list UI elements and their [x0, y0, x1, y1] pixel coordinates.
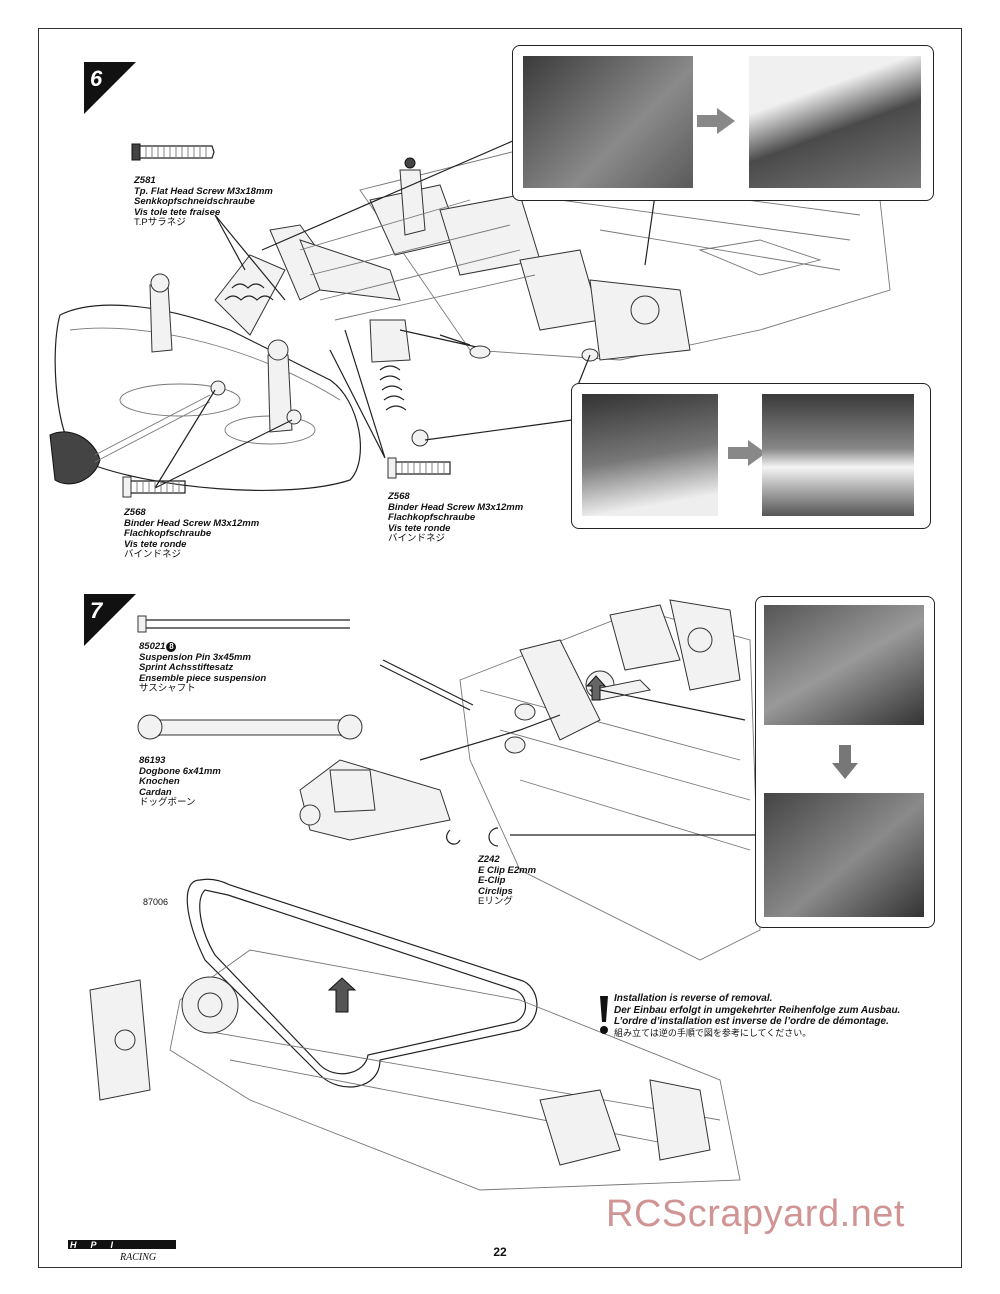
- part-name-de: Knochen: [139, 776, 180, 787]
- part-name-jp: サスシャフト: [139, 683, 196, 694]
- part-name-de: Senkkopfschneidschraube: [134, 196, 255, 207]
- lift-arrow-icon: [327, 977, 357, 1013]
- photo-inset-step6-bottom: [571, 383, 931, 529]
- part-code: Z568: [388, 491, 410, 502]
- photo-pivot-ball: [582, 394, 718, 516]
- photo-dogbone-install: [764, 793, 924, 917]
- dogbone-icon: [137, 714, 363, 740]
- note-de: Der Einbau erfolgt in umgekehrter Reihen…: [614, 1004, 901, 1016]
- warning-icon: [600, 996, 608, 1034]
- hex-driver-drawing: [49, 394, 211, 485]
- part-name-jp: Eリング: [478, 896, 513, 907]
- part-name-de: Flachkopfschraube: [388, 512, 476, 523]
- svg-text:RACING: RACING: [119, 1252, 156, 1262]
- step-7-number: 7: [90, 598, 103, 623]
- screw-icons: [122, 143, 451, 498]
- part-name-jp: バインドネジ: [388, 533, 446, 544]
- part-name-en: Binder Head Screw M3x12mm: [124, 517, 260, 529]
- page-frame: [38, 28, 962, 1268]
- part-name-fr: Vis tete ronde: [124, 538, 187, 550]
- part-name-en: Binder Head Screw M3x12mm: [388, 501, 524, 513]
- belt-part-number: 87006: [143, 897, 169, 907]
- part-label-86193: 86193 Dogbone 6x41mm Knochen Cardan ドッグボ…: [139, 755, 221, 809]
- part-name-fr: Vis tole tete fraisee: [134, 206, 221, 218]
- note-jp: 組み立ては逆の手順で図を参考にしてください。: [614, 1027, 812, 1038]
- part-code: Z581: [134, 175, 156, 186]
- part-code: Z242: [478, 854, 500, 865]
- part-name-fr: Circlips: [478, 885, 513, 897]
- page-number: 22: [493, 1245, 507, 1259]
- photo-pliers-pivot: [762, 394, 914, 516]
- e-clip-icon: [488, 827, 760, 847]
- svg-text:HPI: HPI: [70, 1240, 127, 1250]
- part-code-value: 85021: [139, 641, 166, 652]
- part-name-de: Sprint Achsstiftesatz: [139, 662, 234, 673]
- step6-chassis-drawing: [359, 149, 891, 361]
- part-label-z242: Z242 E Clip E2mm E-Clip Circlips Eリング: [478, 854, 537, 908]
- drive-belt-drawing: [186, 878, 538, 1088]
- step7-lower-chassis-drawing: [89, 949, 741, 1191]
- photo-inset-step7: [755, 596, 935, 928]
- part-name-en: Suspension Pin 3x45mm: [139, 651, 251, 663]
- part-name-en: Dogbone 6x41mm: [139, 765, 221, 777]
- right-arrow-icon: [728, 440, 766, 466]
- part-name-de: E-Clip: [478, 875, 506, 886]
- part-name-en: E Clip E2mm: [478, 864, 537, 876]
- part-name-fr: Cardan: [139, 786, 172, 798]
- part-code: Z568: [124, 507, 146, 518]
- part-name-de: Flachkopfschraube: [124, 528, 212, 539]
- photo-dogbone-remove: [764, 605, 924, 725]
- part-name-fr: Vis tete ronde: [388, 522, 451, 534]
- photo-pliers-remove: [523, 56, 693, 188]
- part-name-jp: ドッグボーン: [139, 797, 196, 808]
- part-label-z568-left: Z568 Binder Head Screw M3x12mm Flachkopf…: [124, 507, 260, 561]
- callout-lines-6: [154, 139, 656, 489]
- step7-up-arrow-icon: [585, 675, 607, 701]
- down-arrow-icon: [832, 745, 858, 779]
- part-label-z568-right: Z568 Binder Head Screw M3x12mm Flachkopf…: [388, 491, 524, 545]
- note-fr: L’ordre d’installation est inverse de l’…: [614, 1016, 889, 1027]
- part-name-jp: T.Pサラネジ: [134, 217, 186, 228]
- suspension-pin-icon: [137, 615, 350, 633]
- quantity-badge: 8: [166, 642, 177, 652]
- front-bumper-drawing: [54, 304, 361, 492]
- step-6-badge: 6: [84, 62, 140, 118]
- installation-note: Installation is reverse of removal. Der …: [614, 993, 900, 1039]
- part-label-z581: Z581 Tp. Flat Head Screw M3x18mm Senkkop…: [134, 175, 273, 229]
- watermark: RCScrapyard.net: [606, 1193, 905, 1235]
- shock-absorbers-drawing: [214, 224, 429, 447]
- rear-hub-arm-drawing: [299, 659, 746, 845]
- part-code: 86193: [139, 755, 166, 766]
- note-en: Installation is reverse of removal.: [614, 993, 773, 1004]
- body-posts-drawing: [149, 273, 302, 433]
- hpi-racing-logo: HPI RACING: [68, 1238, 180, 1263]
- part-name-fr: Ensemble piece suspension: [139, 672, 267, 684]
- right-arrow-icon: [697, 108, 735, 134]
- step-7-badge: 7: [84, 594, 140, 650]
- step-6-number: 6: [90, 66, 103, 91]
- part-name-en: Tp. Flat Head Screw M3x18mm: [134, 185, 273, 197]
- photo-inset-step6-top: [512, 45, 934, 201]
- part-name-jp: バインドネジ: [124, 549, 182, 560]
- photo-pliers-lever: [749, 56, 921, 188]
